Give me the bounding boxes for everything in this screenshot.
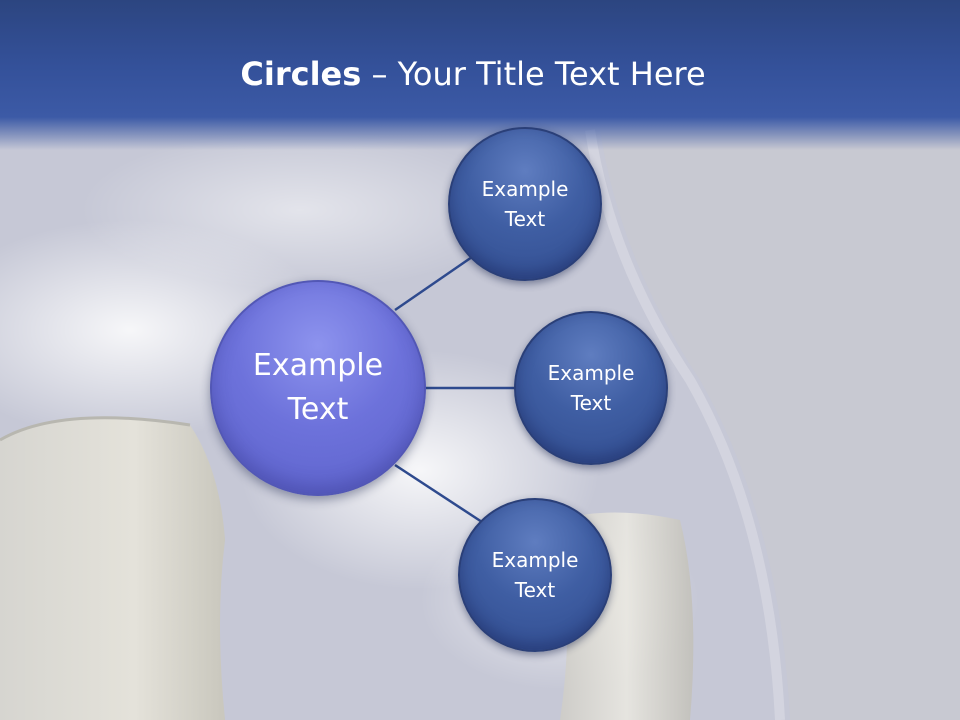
center-circle[interactable]: Example Text	[210, 280, 426, 496]
node-circle-top[interactable]: Example Text	[448, 127, 602, 281]
node-circle-label: Example Text	[547, 361, 635, 415]
title-rest: – Your Title Text Here	[361, 55, 706, 93]
node-circle-label: Example Text	[481, 177, 569, 231]
connector-top	[394, 255, 473, 312]
slide-title: Circles – Your Title Text Here	[0, 52, 946, 96]
node-circle-middle[interactable]: Example Text	[514, 311, 668, 465]
connector-bottom	[394, 463, 483, 524]
center-circle-label: Example Text	[252, 348, 384, 427]
header-band	[0, 0, 960, 150]
node-circle-label: Example Text	[491, 548, 579, 602]
title-bold: Circles	[240, 55, 362, 93]
node-circle-bottom[interactable]: Example Text	[458, 498, 612, 652]
